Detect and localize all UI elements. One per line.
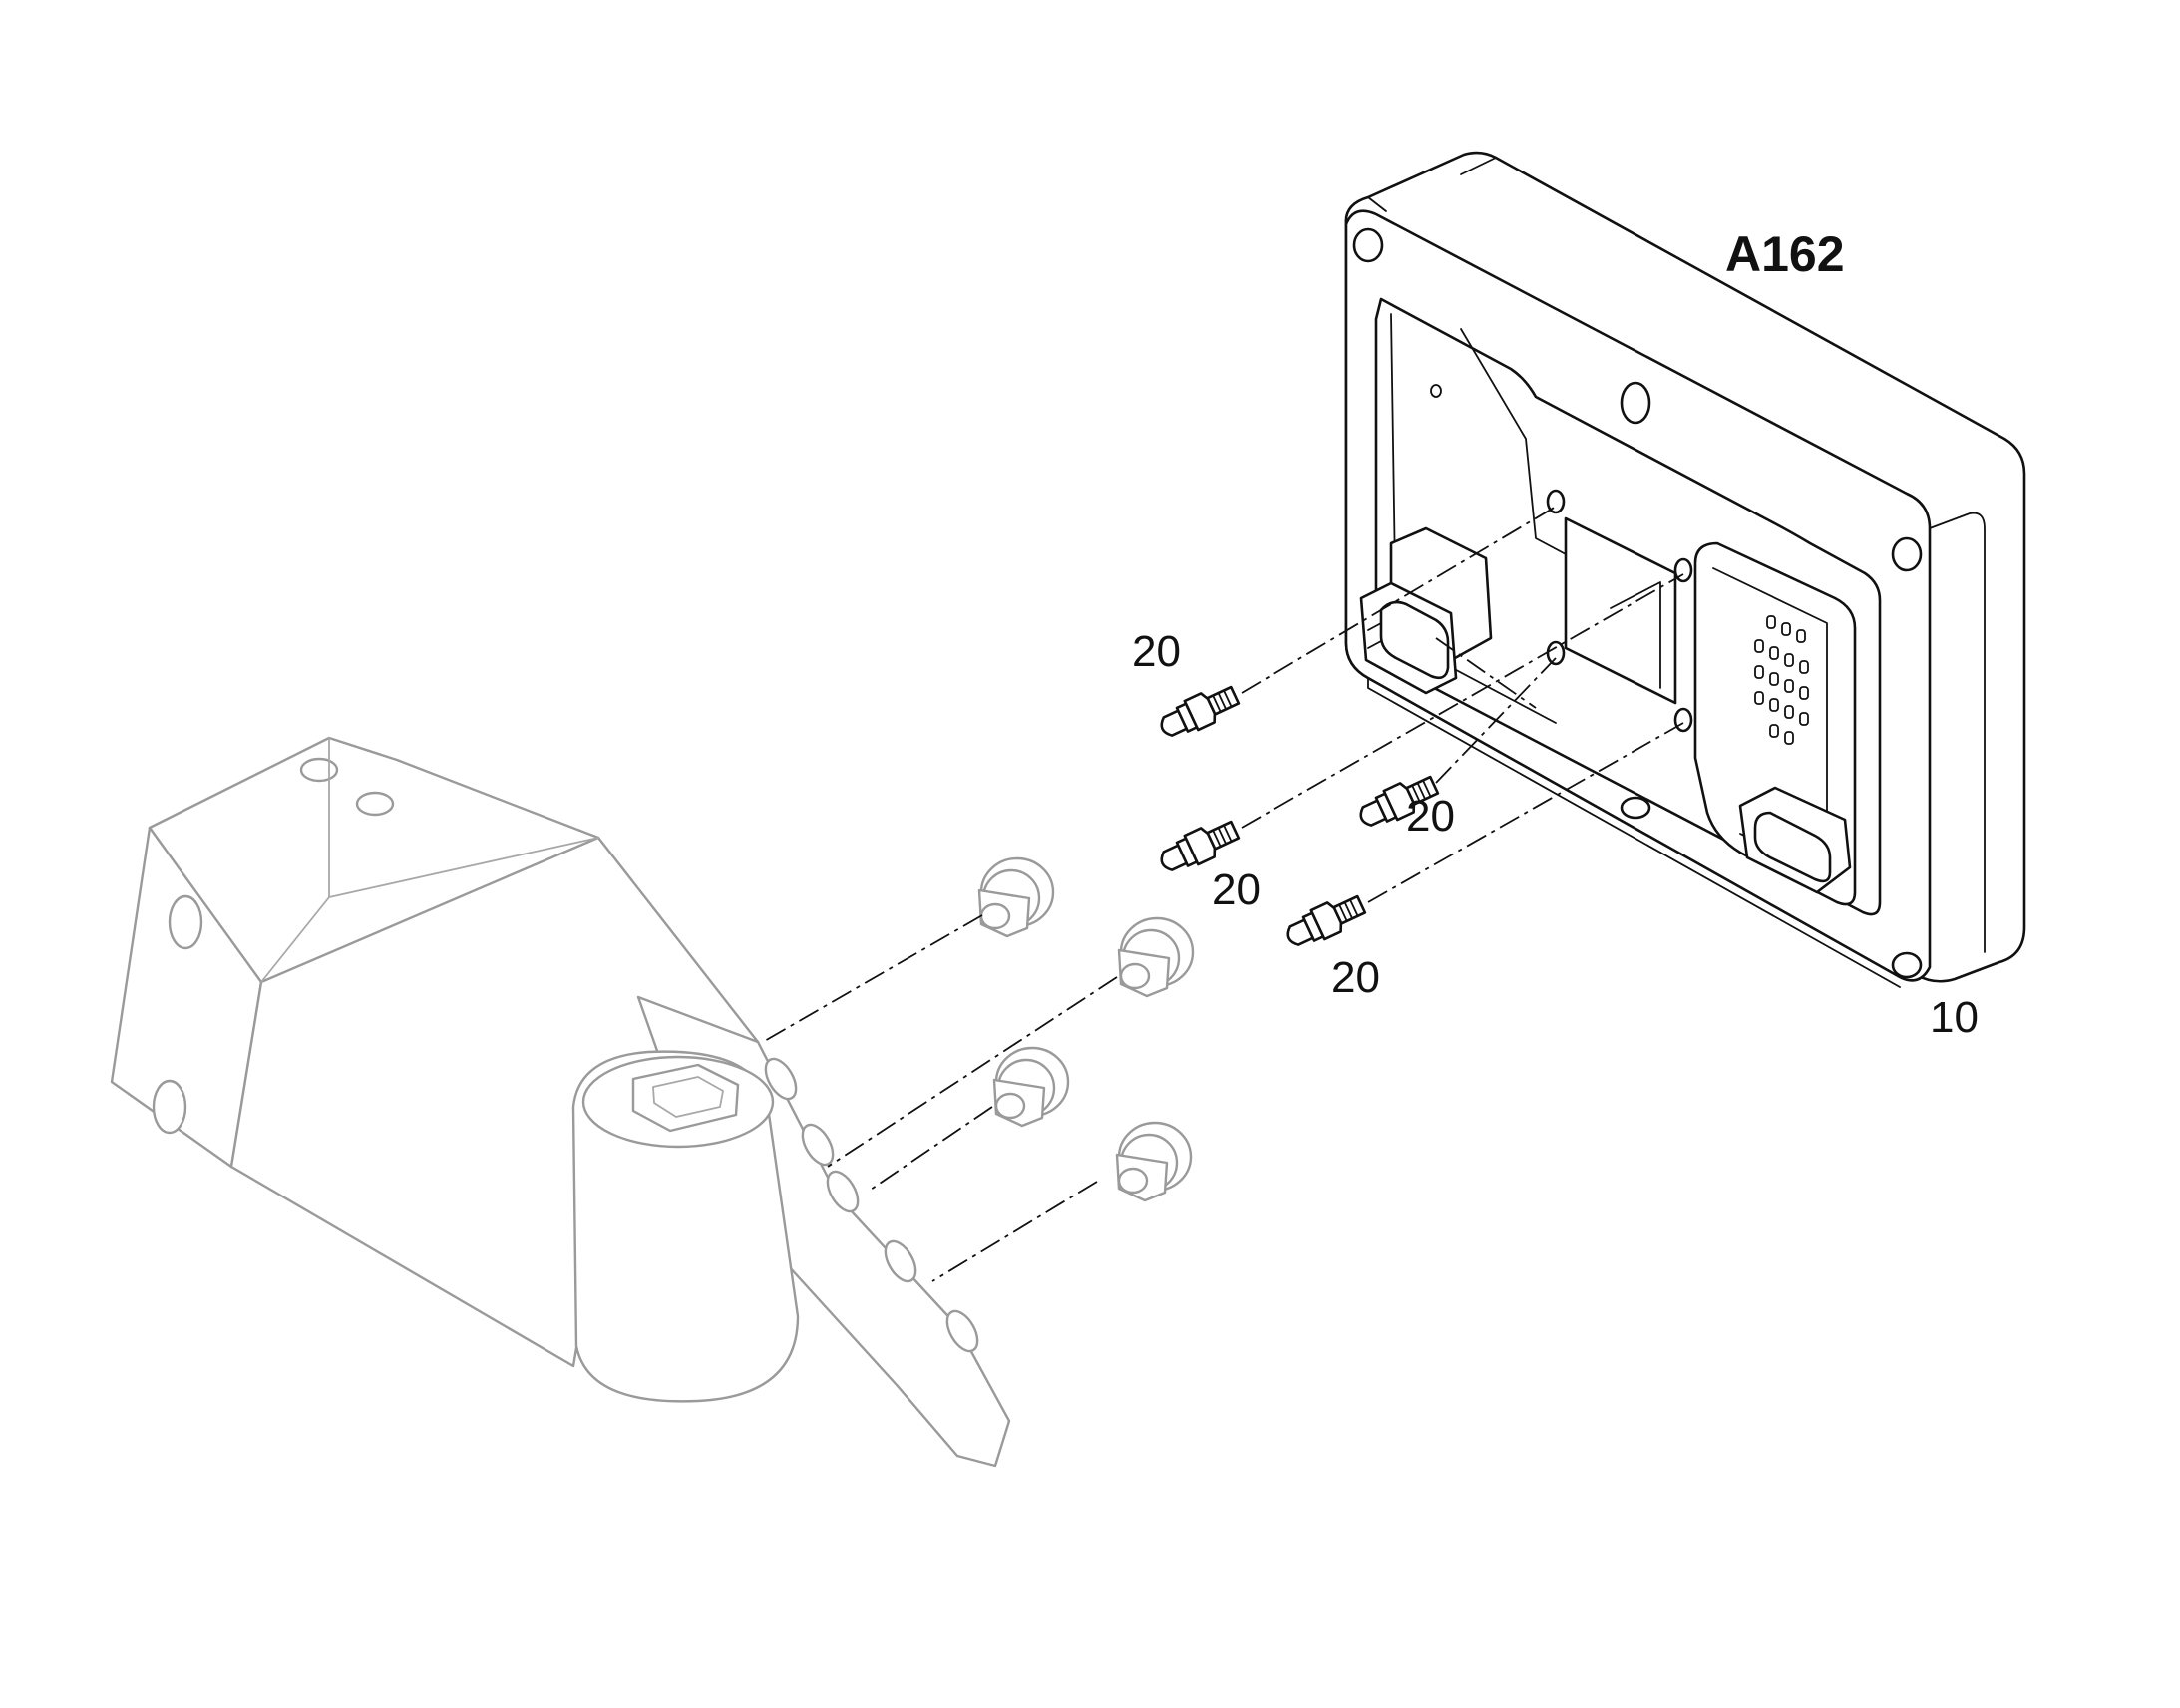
- grommet-1: [977, 856, 1055, 938]
- callout-stud-right: 20: [1406, 792, 1455, 841]
- stud-bolt-4: [1286, 894, 1367, 946]
- mounting-bracket: [110, 736, 1011, 1468]
- grommet-4: [1115, 1121, 1193, 1202]
- callout-display-unit: 10: [1930, 993, 1979, 1042]
- stud-bolt-2: [1359, 775, 1440, 827]
- grommet-3: [992, 1046, 1070, 1128]
- assembly-centerlines: [762, 506, 1684, 1282]
- callout-stud-middle: 20: [1212, 865, 1261, 914]
- assembly-label: A162: [1725, 226, 1845, 282]
- callout-stud-upper-left: 20: [1132, 627, 1181, 676]
- grommet-2: [1117, 916, 1195, 998]
- callout-stud-lower: 20: [1331, 953, 1380, 1002]
- stud-bolt-1: [1160, 685, 1241, 737]
- stud-bolt-3: [1160, 820, 1241, 871]
